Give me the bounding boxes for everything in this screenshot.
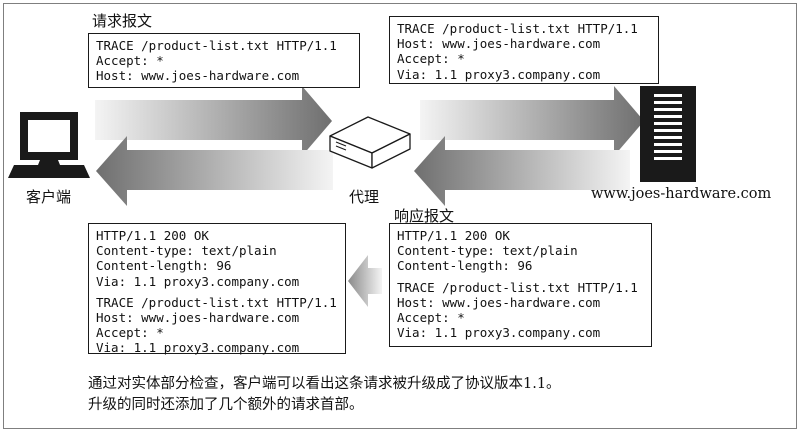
request-arrow-proxy-to-server bbox=[420, 86, 644, 156]
proxy-request-box: TRACE /product-list.txt HTTP/1.1 Host: w… bbox=[389, 16, 659, 84]
client-response-body-line: TRACE /product-list.txt HTTP/1.1 bbox=[96, 294, 337, 310]
client-response-box: HTTP/1.1 200 OK Content-type: text/plain… bbox=[88, 223, 346, 356]
client-request-box: TRACE /product-list.txt HTTP/1.1 Accept:… bbox=[88, 33, 360, 88]
server-response-header-line: HTTP/1.1 200 OK bbox=[397, 228, 510, 243]
response-message-label: 响应报文 bbox=[394, 207, 455, 225]
proxy-request-line: Via: 1.1 proxy3.company.com bbox=[397, 66, 601, 82]
client-response-body-line: Host: www.joes-hardware.com bbox=[96, 310, 300, 326]
figure-caption: 通过对实体部分检查，客户端可以看出这条请求被升级成了协议版本1.1。 升级的同时… bbox=[88, 374, 561, 416]
client-response-body-line: Via: 1.1 proxy3.company.com bbox=[96, 340, 300, 356]
client-request-line: Host: www.joes-hardware.com bbox=[96, 68, 300, 84]
client-response-header-line: Content-type: text/plain bbox=[96, 243, 277, 259]
response-forward-arrow bbox=[348, 255, 382, 307]
caption-line: 通过对实体部分检查，客户端可以看出这条请求被升级成了协议版本1.1。 bbox=[88, 376, 561, 392]
proxy-box-icon bbox=[329, 116, 411, 169]
client-label: 客户端 bbox=[26, 188, 72, 206]
proxy-request-line: TRACE /product-list.txt HTTP/1.1 bbox=[397, 21, 638, 36]
client-computer-icon bbox=[8, 112, 90, 178]
request-message-label: 请求报文 bbox=[92, 12, 153, 30]
caption-line: 升级的同时还添加了几个额外的请求首部。 bbox=[88, 397, 364, 413]
client-response-header-line: Content-length: 96 bbox=[96, 258, 232, 274]
proxy-label: 代理 bbox=[349, 188, 380, 206]
client-response-header-line: Via: 1.1 proxy3.company.com bbox=[96, 273, 300, 289]
server-response-body-line: Via: 1.1 proxy3.company.com bbox=[397, 325, 601, 341]
response-arrow-server-to-proxy bbox=[414, 136, 630, 206]
server-response-body-line: TRACE /product-list.txt HTTP/1.1 bbox=[397, 279, 638, 295]
request-arrow-client-to-proxy bbox=[95, 86, 332, 156]
proxy-request-line: Accept: * bbox=[397, 51, 465, 67]
server-label: www.joes-hardware.com bbox=[591, 186, 772, 202]
server-response-box: HTTP/1.1 200 OK Content-type: text/plain… bbox=[389, 223, 652, 347]
server-response-header-line: Content-type: text/plain bbox=[397, 243, 578, 259]
client-response-header-line: HTTP/1.1 200 OK bbox=[96, 228, 209, 243]
server-response-header-line: Content-length: 96 bbox=[397, 258, 533, 274]
server-response-body-line: Host: www.joes-hardware.com bbox=[397, 294, 601, 310]
server-tower-icon bbox=[640, 86, 696, 182]
client-request-line: Accept: * bbox=[96, 53, 164, 69]
server-response-body-line: Accept: * bbox=[397, 310, 465, 326]
client-request-line: TRACE /product-list.txt HTTP/1.1 bbox=[96, 38, 337, 53]
proxy-request-line: Host: www.joes-hardware.com bbox=[397, 36, 601, 52]
client-response-body-line: Accept: * bbox=[96, 325, 164, 341]
response-arrow-proxy-to-client bbox=[96, 136, 333, 206]
